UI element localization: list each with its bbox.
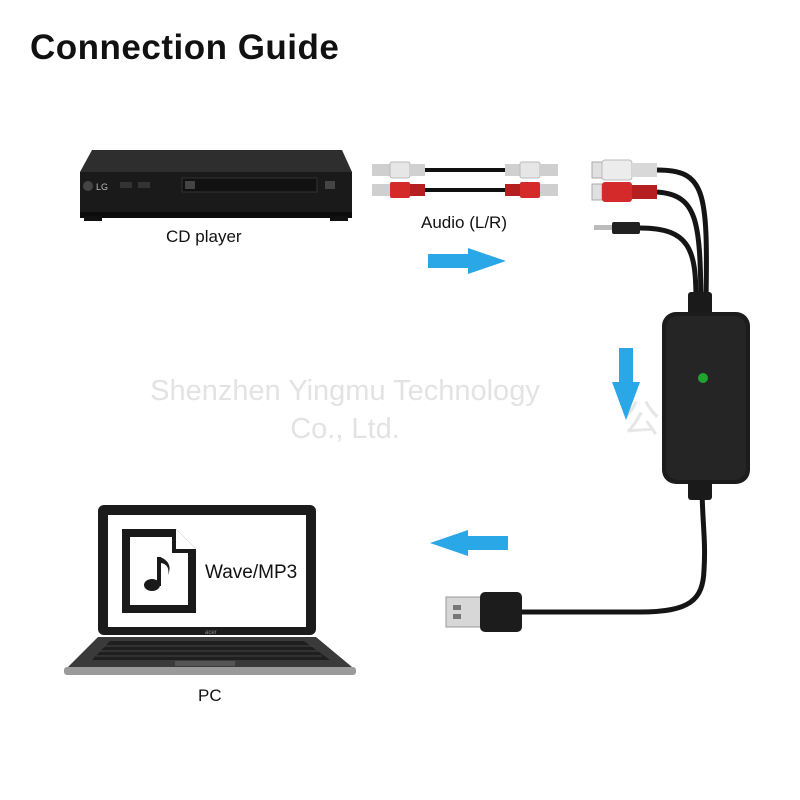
watermark-line1: Shenzhen Yingmu Technology [150, 375, 540, 407]
rca-cable [372, 161, 558, 198]
music-file-icon [122, 529, 196, 613]
lg-logo-icon [83, 181, 93, 191]
cd-player-device: LG [80, 150, 352, 221]
laptop-device: acer [64, 505, 356, 675]
rca-jacks [591, 159, 657, 234]
watermark-line2: Co., Ltd. [290, 413, 400, 445]
status-led-icon [698, 373, 708, 383]
audio-label: Audio (L/R) [421, 213, 507, 232]
page-title: Connection Guide [30, 28, 340, 67]
usb-plug [445, 592, 522, 632]
flow-arrow-right-icon [428, 248, 506, 274]
laptop-brand-text: acer [205, 630, 217, 636]
cd-player-label: CD player [166, 227, 242, 246]
screen-format-label: Wave/MP3 [205, 562, 298, 583]
pc-label: PC [198, 686, 222, 705]
adapter-cables [520, 167, 709, 615]
cd-brand-text: LG [96, 182, 108, 192]
flow-arrow-down-icon [612, 348, 640, 420]
flow-arrow-left-icon [430, 530, 508, 556]
usb-adapter-box [662, 292, 750, 500]
watermark: Shenzhen Yingmu Technology Co., Ltd. [110, 372, 580, 448]
